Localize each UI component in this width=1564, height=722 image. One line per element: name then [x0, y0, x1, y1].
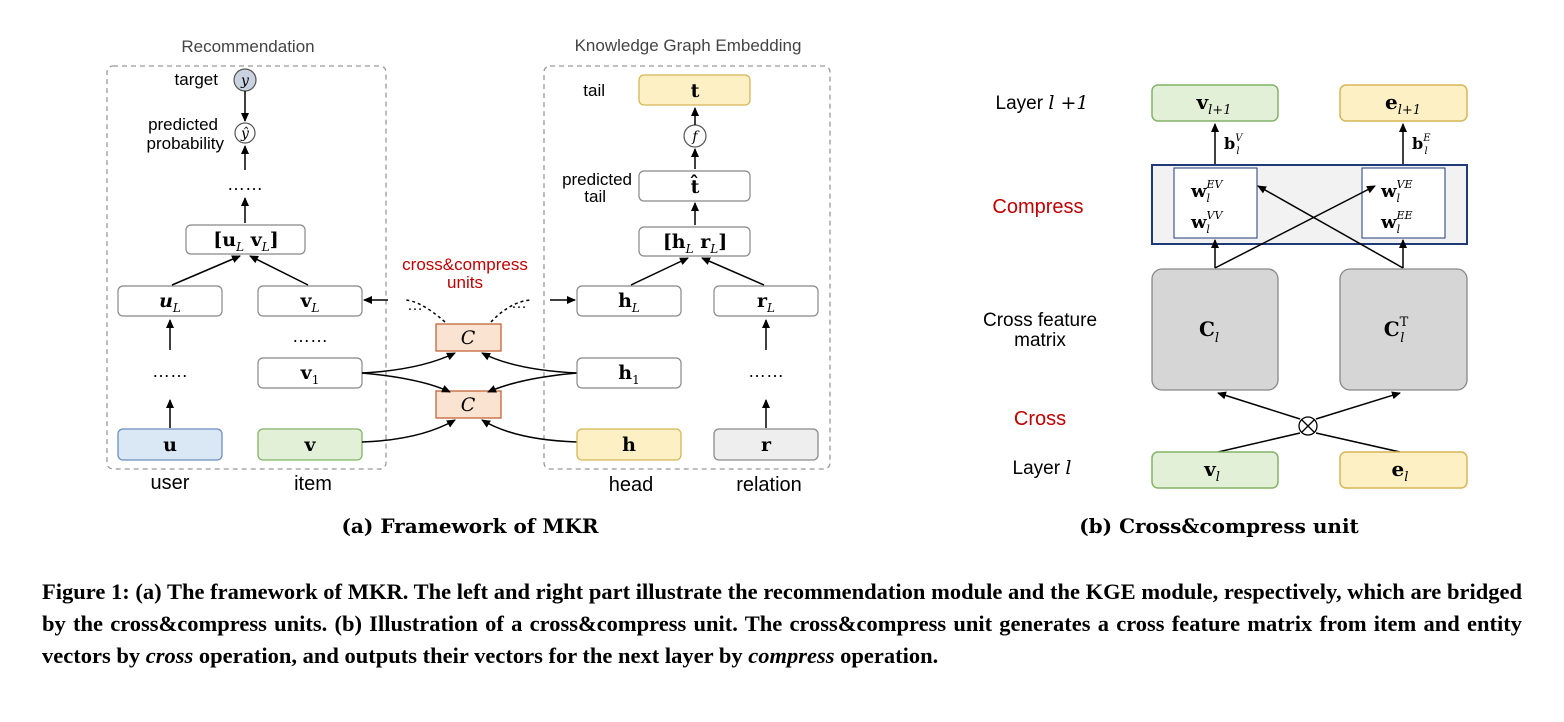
uL-box — [117, 285, 223, 317]
uL-label: uL — [159, 290, 181, 315]
kge-title: Knowledge Graph Embedding — [575, 36, 802, 55]
recommendation-module — [106, 65, 387, 470]
h1-label: h1 — [618, 362, 639, 387]
relation-label: relation — [736, 474, 802, 496]
kge-module — [543, 65, 831, 470]
matrix-C-label: Cl — [1199, 317, 1219, 346]
panel-b-caption: (b) Cross&compress unit — [1079, 514, 1359, 538]
vL-box — [257, 285, 363, 317]
mkr-figure: Recommendation Knowledge Graph Embedding… — [106, 36, 1468, 538]
predicted-yhat: ŷ — [240, 125, 250, 142]
head-label: head — [609, 474, 654, 496]
e-l-label: el — [1392, 457, 1409, 485]
rL-label: rL — [757, 290, 775, 315]
matrix-C — [1151, 268, 1279, 391]
layer-next-label: Layer l +1 — [996, 92, 1089, 114]
cross-units-line2: units — [447, 273, 483, 292]
cc-unit-upper — [435, 323, 502, 352]
e-next-box — [1339, 84, 1468, 122]
that-box — [638, 170, 751, 202]
v-box — [257, 428, 363, 461]
vL-label: vL — [299, 290, 319, 315]
rL-box — [713, 285, 819, 317]
pred-prob-line1: predicted — [148, 115, 218, 134]
pred-prob-line2: probability — [147, 134, 225, 153]
f-symbol: f — [691, 129, 700, 145]
tail-label: tail — [583, 81, 605, 100]
concat-uv-box — [185, 224, 306, 255]
cross-label: Cross — [1014, 408, 1066, 430]
figure-caption: Figure 1: (a) The framework of MKR. The … — [42, 579, 1522, 668]
item-label: item — [294, 473, 332, 495]
panel-a: Recommendation Knowledge Graph Embedding… — [106, 36, 831, 538]
h1-box — [576, 357, 682, 389]
ellipsis-right: … — [511, 295, 527, 312]
r-label: r — [761, 434, 772, 456]
t-box — [638, 74, 751, 106]
cc-unit-lower-label: C — [461, 394, 476, 416]
cc-unit-lower — [435, 390, 502, 419]
e-next-label: el+1 — [1385, 90, 1421, 118]
cross-units-line1: cross&compress — [402, 255, 528, 274]
cross-feature-line2: matrix — [1014, 330, 1066, 351]
v-next-label: vl+1 — [1196, 90, 1232, 118]
pred-tail-line1: predicted — [562, 170, 632, 189]
hL-label: hL — [618, 290, 640, 315]
target-y: y — [240, 73, 250, 89]
cc-unit-upper-label: C — [461, 327, 476, 349]
rec-dots-top: …… — [227, 174, 263, 194]
ellipsis-left: … — [407, 297, 423, 314]
h-label: h — [622, 434, 636, 456]
t-label: t — [691, 80, 700, 102]
target-label: target — [175, 70, 219, 89]
v-label: v — [303, 434, 316, 456]
predicted-node — [234, 122, 256, 144]
e-l-box — [1339, 451, 1468, 489]
v-next-box — [1151, 84, 1279, 122]
hL-box — [576, 285, 682, 317]
v1-label: v1 — [300, 362, 320, 387]
cross-feature-line1: Cross feature — [983, 310, 1097, 331]
pred-tail-line2: tail — [584, 187, 606, 206]
compress-label: Compress — [992, 196, 1083, 218]
user-dots: …… — [152, 361, 188, 381]
w-right-box — [1361, 167, 1446, 239]
v-l-box — [1151, 451, 1279, 489]
concat-hr: [hL rL] — [663, 231, 727, 256]
v-l-label: vl — [1203, 457, 1220, 485]
concat-uv: [uL vL] — [213, 229, 278, 254]
user-label: user — [151, 472, 190, 494]
layer-label: Layer l — [1013, 457, 1072, 479]
concat-hr-box — [638, 226, 751, 257]
rec-title: Recommendation — [181, 37, 314, 56]
matrix-CT — [1339, 268, 1468, 391]
panel-a-caption: (a) Framework of MKR — [341, 514, 598, 538]
h-box — [576, 428, 682, 461]
that-label: t̂ — [690, 174, 700, 198]
item-dots: …… — [292, 326, 328, 346]
relation-dots: …… — [748, 361, 784, 381]
r-box — [713, 428, 819, 461]
w-left-box — [1173, 167, 1258, 239]
u-label: u — [163, 434, 177, 456]
u-box — [117, 428, 223, 461]
